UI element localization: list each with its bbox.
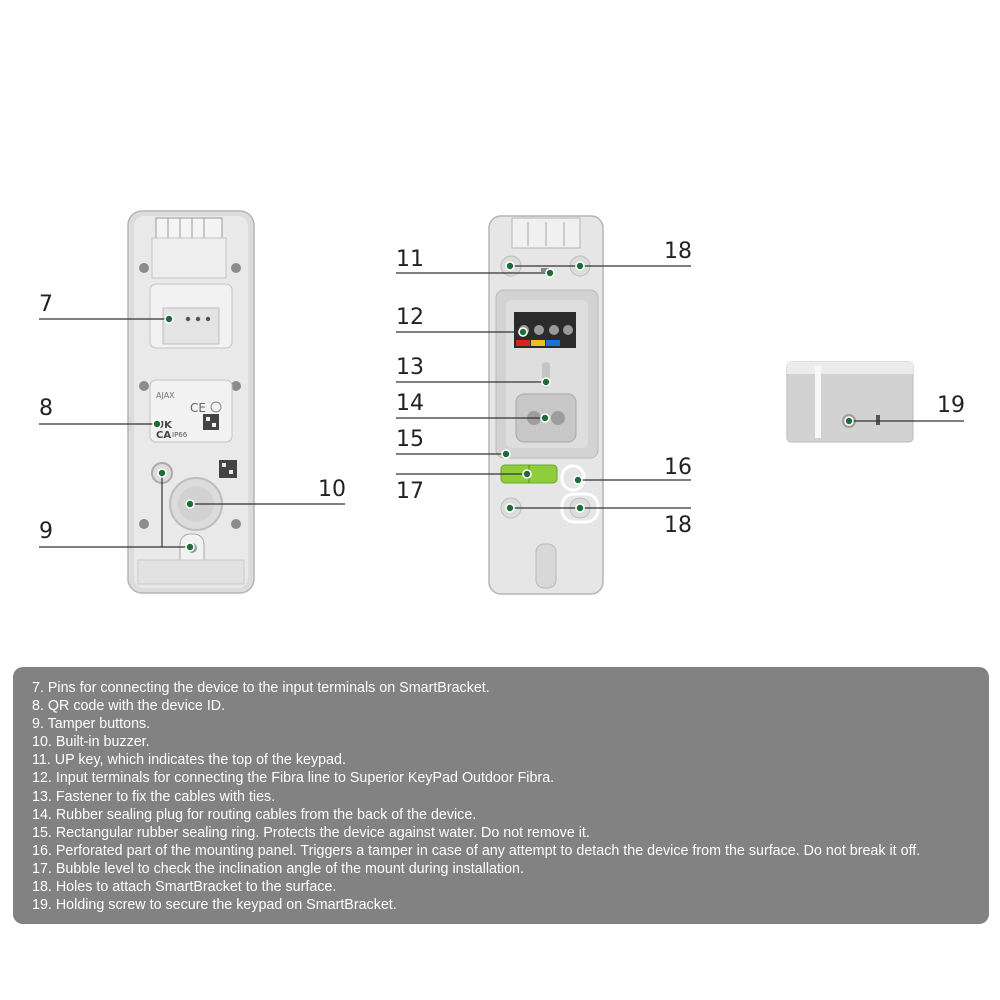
legend-item-14: 14. Rubber sealing plug for routing cabl… xyxy=(32,806,477,823)
device-diagram: AJAX CE UK CA IP66 xyxy=(39,210,965,595)
marker-9a xyxy=(157,468,167,478)
legend-panel: 7. Pins for connecting the device to the… xyxy=(13,667,989,924)
callout-9: 9 xyxy=(39,519,53,544)
callout-numbers: 7 8 9 10 11 12 13 14 15 16 17 18 18 19 xyxy=(39,239,965,544)
legend-item-8: 8. QR code with the device ID. xyxy=(32,698,226,715)
callout-13: 13 xyxy=(396,355,424,380)
legend-item-10: 10. Built-in buzzer. xyxy=(32,734,150,751)
ce-marking: CE xyxy=(190,401,206,415)
marker-9b xyxy=(185,542,195,552)
marker-18-top-right xyxy=(575,261,585,271)
legend-item-7: 7. Pins for connecting the device to the… xyxy=(32,680,490,696)
callout-15: 15 xyxy=(396,427,424,452)
marker-dots xyxy=(152,261,854,552)
callout-16: 16 xyxy=(664,455,692,480)
legend-item-9: 9. Tamper buttons. xyxy=(32,716,151,733)
marker-18-bottom-left xyxy=(505,503,515,513)
callout-12: 12 xyxy=(396,305,424,330)
marker-18-bottom-right xyxy=(575,503,585,513)
legend-item-12: 12. Input terminals for connecting the F… xyxy=(32,770,555,787)
ukca-marking-bottom: CA xyxy=(156,430,171,441)
marker-19 xyxy=(844,416,854,426)
callout-17: 17 xyxy=(396,479,424,504)
legend-item-15: 15. Rectangular rubber sealing ring. Pro… xyxy=(32,824,590,841)
brand-marking: AJAX xyxy=(156,391,175,400)
callout-19: 19 xyxy=(937,393,965,418)
marker-17 xyxy=(522,469,532,479)
legend-item-18: 18. Holes to attach SmartBracket to the … xyxy=(32,879,337,896)
marker-16 xyxy=(573,475,583,485)
marker-12 xyxy=(518,327,528,337)
marker-13 xyxy=(541,377,551,387)
marker-7 xyxy=(164,314,174,324)
callout-18-top: 18 xyxy=(664,239,692,264)
callout-14: 14 xyxy=(396,391,424,416)
marker-14 xyxy=(540,413,550,423)
callout-18-bottom: 18 xyxy=(664,513,692,538)
marker-8 xyxy=(152,419,162,429)
callout-10: 10 xyxy=(318,477,346,502)
marker-15 xyxy=(501,449,511,459)
legend-item-16: 16. Perforated part of the mounting pane… xyxy=(32,842,921,859)
callout-8: 8 xyxy=(39,396,53,421)
legend-item-11: 11. UP key, which indicates the top of t… xyxy=(32,752,346,769)
keypad-side-view xyxy=(786,361,914,443)
legend-item-19: 19. Holding screw to secure the keypad o… xyxy=(32,897,397,914)
legend-item-13: 13. Fastener to fix the cables with ties… xyxy=(32,788,276,805)
callout-7: 7 xyxy=(39,292,53,317)
marker-18-top-left xyxy=(505,261,515,271)
legend-item-17: 17. Bubble level to check the inclinatio… xyxy=(32,860,524,877)
ukca-marking-top: UK xyxy=(156,420,173,431)
marker-11 xyxy=(545,268,555,278)
keypad-back-view: AJAX CE UK CA IP66 xyxy=(127,210,255,594)
callout-11: 11 xyxy=(396,247,424,272)
marker-10 xyxy=(185,499,195,509)
ip-rating-marking: IP66 xyxy=(172,431,188,439)
